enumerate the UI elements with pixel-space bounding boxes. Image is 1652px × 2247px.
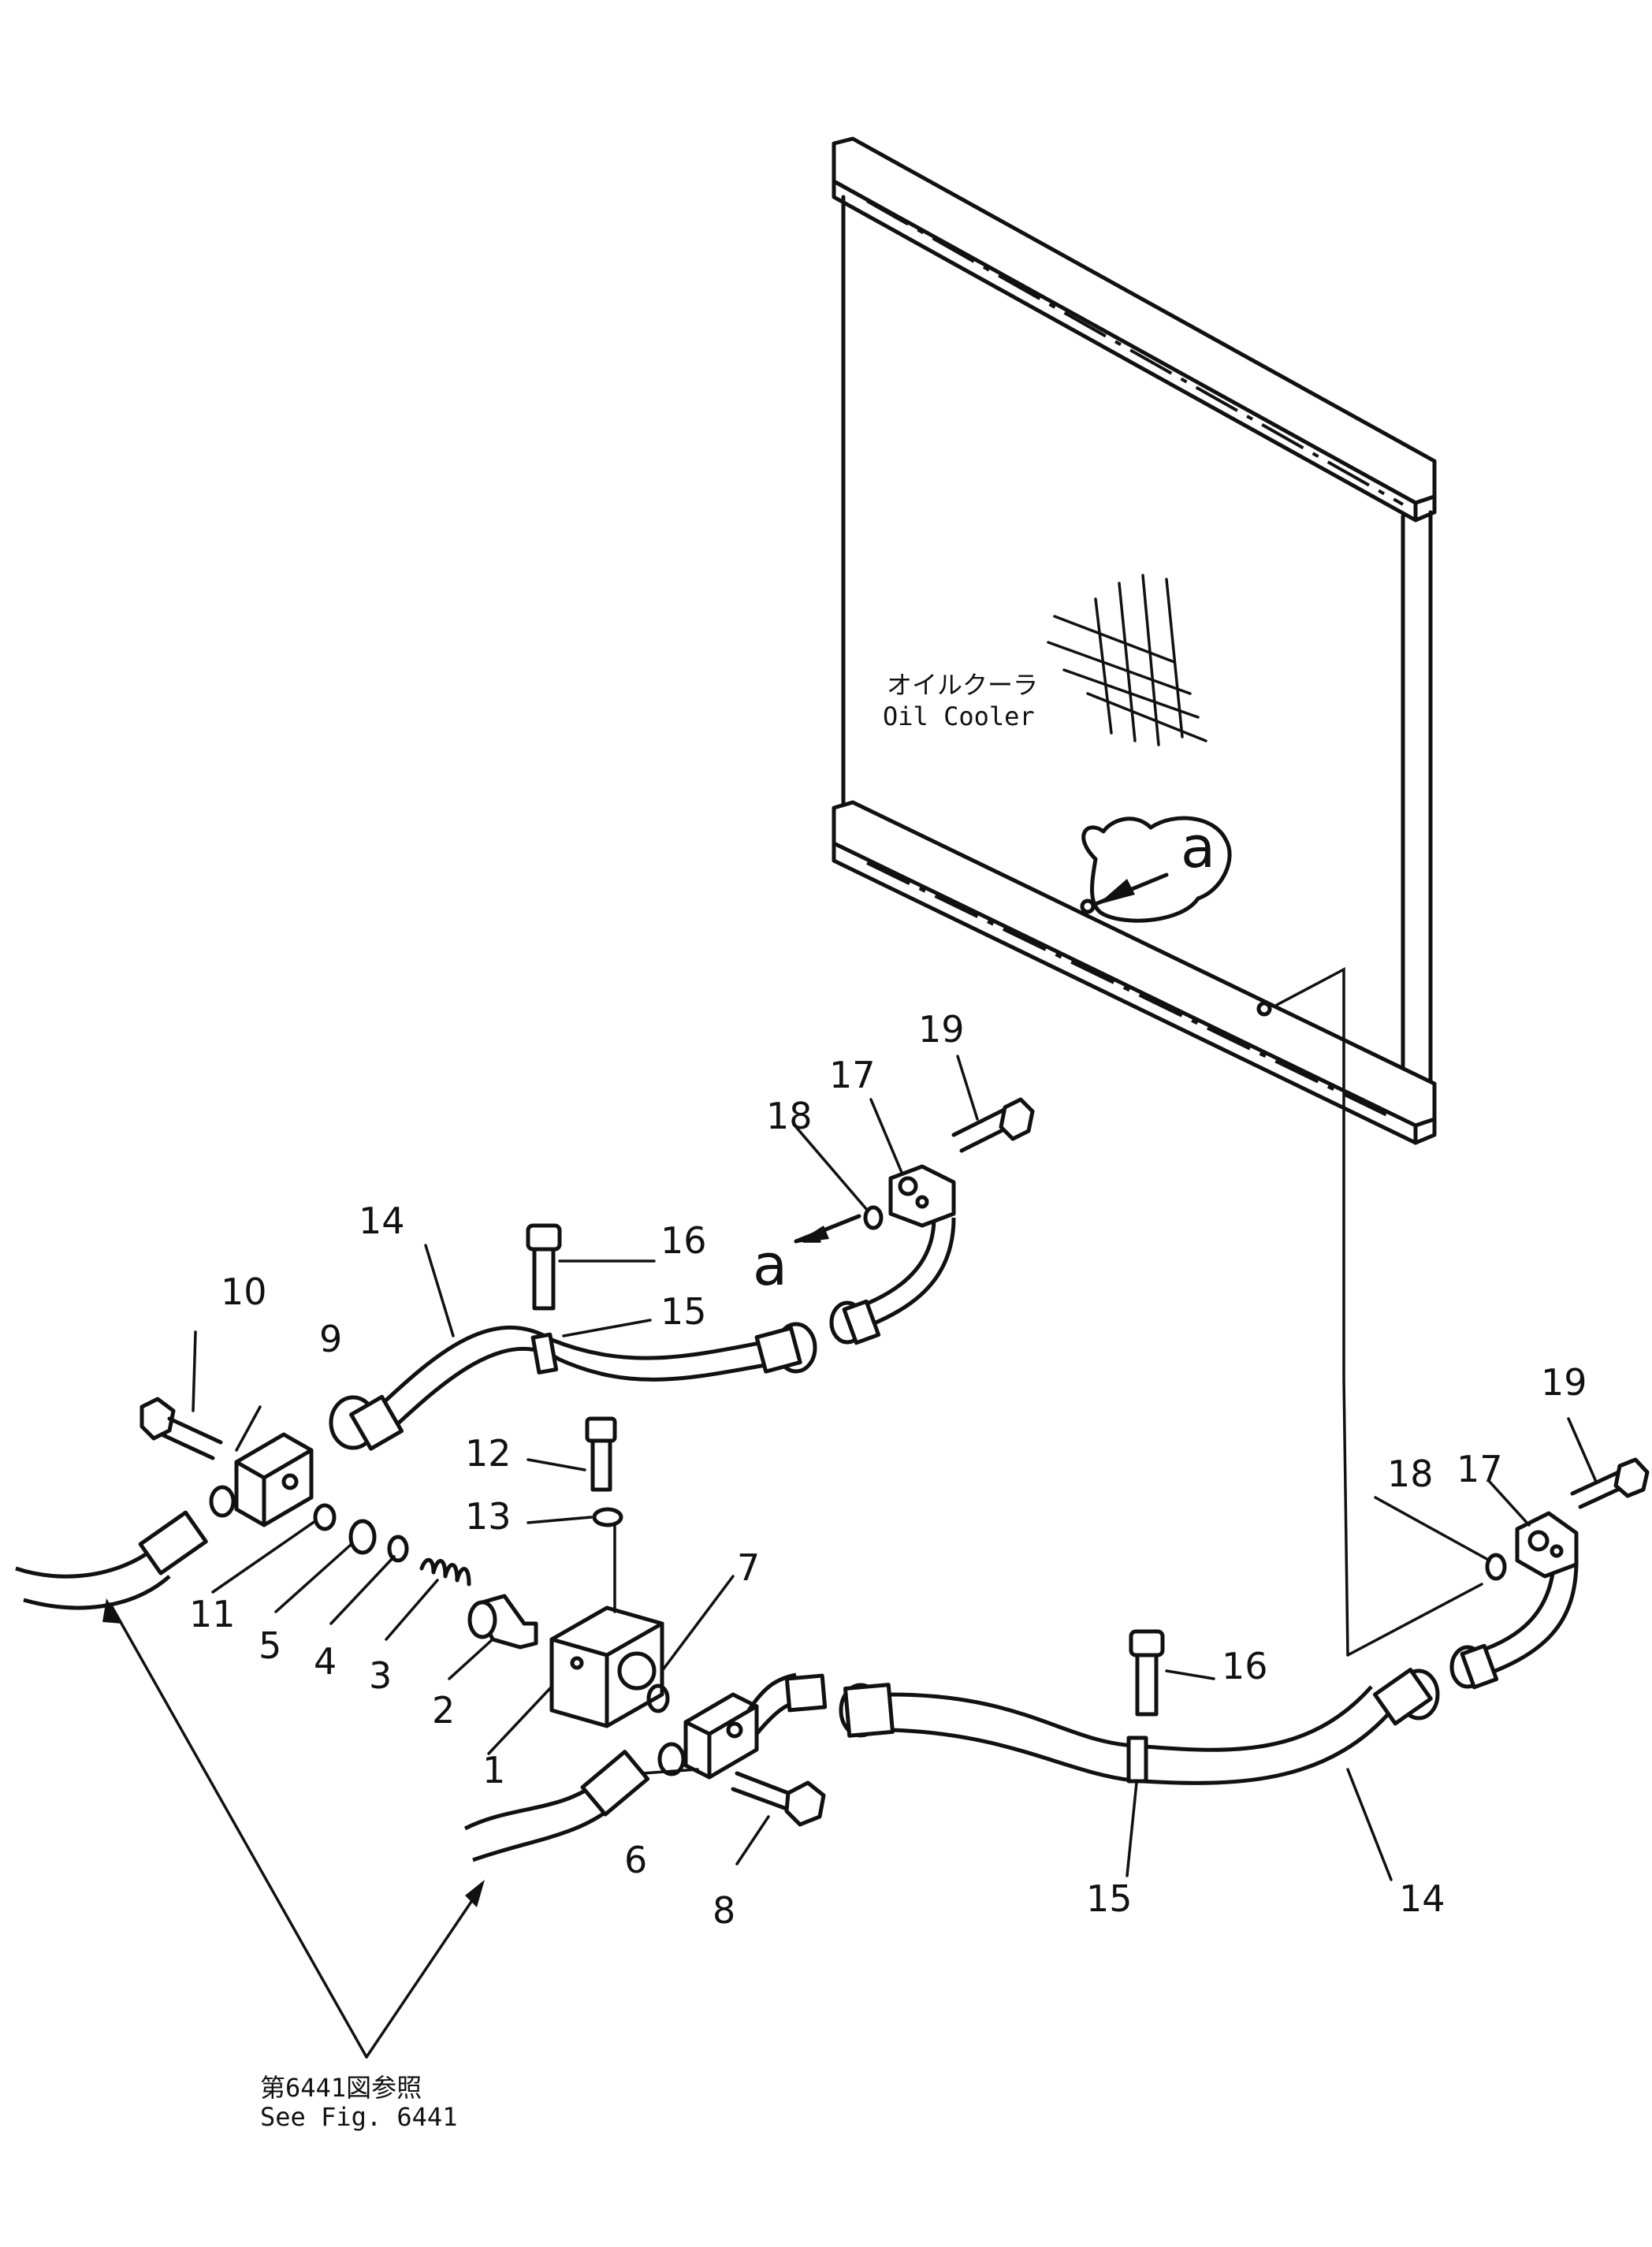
callout-1: 1	[482, 1749, 505, 1791]
callout-10: 10	[221, 1270, 267, 1313]
callout-19-upper: 19	[918, 1008, 965, 1051]
upper-hose-assembly	[15, 1097, 1035, 1610]
callout-4: 4	[314, 1640, 337, 1683]
callout-11: 11	[189, 1593, 236, 1635]
see-fig-label-jp: 第6441図参照	[260, 2073, 422, 2103]
oil-cooler: a オイルクーラ Oil Cooler	[832, 136, 1483, 1657]
callout-19-lower: 19	[1541, 1361, 1587, 1404]
oil-cooler-label-jp: オイルクーラ	[887, 670, 1038, 700]
callout-18-lower: 18	[1387, 1453, 1434, 1495]
detail-a-bubble	[1081, 816, 1232, 923]
callout-18-upper: 18	[766, 1095, 813, 1137]
callout-9: 9	[319, 1318, 342, 1360]
view-a-arrow	[794, 1214, 861, 1244]
callout-5: 5	[259, 1624, 281, 1667]
callout-14-upper: 14	[359, 1200, 405, 1242]
callout-17-upper: 17	[829, 1054, 876, 1096]
callout-8: 8	[713, 1889, 735, 1932]
oil-cooler-label-en: Oil Cooler	[883, 701, 1035, 731]
leader-lines	[192, 1055, 1598, 1881]
detail-a-label: a	[1181, 814, 1215, 880]
see-fig-label-en: See Fig. 6441	[260, 2102, 457, 2132]
lower-hose-assembly	[463, 1457, 1650, 1862]
core-mesh	[1047, 574, 1207, 746]
callouts: 1 2 3 4 5 6 7 8 9 10 11 12 13 14 14 15 1…	[189, 1008, 1587, 1932]
callout-13: 13	[465, 1495, 512, 1538]
callout-2: 2	[432, 1689, 455, 1732]
callout-17-lower: 17	[1457, 1448, 1503, 1490]
port-a	[1080, 898, 1096, 914]
callout-3: 3	[369, 1654, 392, 1697]
callout-16-upper: 16	[660, 1219, 707, 1262]
callout-12: 12	[465, 1432, 512, 1475]
callout-15-lower: 15	[1086, 1877, 1133, 1920]
callout-14-lower: 14	[1399, 1877, 1446, 1920]
port-b	[1256, 1001, 1272, 1017]
view-a-label: a	[753, 1232, 787, 1298]
callout-7: 7	[737, 1546, 760, 1589]
valve-block-assembly	[348, 1416, 670, 1728]
callout-6: 6	[624, 1839, 647, 1881]
see-fig-arrows	[102, 1598, 485, 2059]
callout-15-upper: 15	[660, 1290, 707, 1333]
callout-16-lower: 16	[1222, 1645, 1268, 1687]
